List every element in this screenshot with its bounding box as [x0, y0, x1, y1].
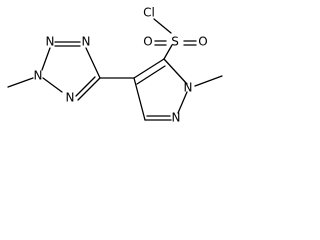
bond-pz-n1-n2 — [177, 91, 188, 114]
bond-pz-methyl — [194, 75, 223, 87]
atom-n-tz-top-left: N — [46, 35, 55, 49]
atom-o-right: O — [198, 35, 207, 49]
atom-n-tz-bottom: N — [66, 91, 75, 105]
atom-n-tz-top-right: N — [82, 35, 91, 49]
molecule-structure: Cl S O O N N N N N N — [7, 6, 223, 125]
atom-n-tz-mid: N — [34, 69, 43, 83]
atom-o-left: O — [143, 35, 152, 49]
atom-cl: Cl — [143, 6, 155, 20]
atom-s: S — [171, 35, 179, 49]
bond-tz-methyl — [7, 77, 34, 88]
bond-tz-n3-n1 — [41, 47, 51, 71]
bond-pz-c3-c4 — [133, 77, 146, 121]
bond-tz-n4-n3 — [42, 77, 63, 93]
atom-n-pz-bottom: N — [172, 111, 181, 125]
structure-canvas: Cl S O O N N N N N N — [7, 6, 223, 125]
bond-pz-c4-c5 — [133, 58, 165, 79]
bond-tz-c5-n4-double — [75, 76, 96, 97]
bond-tz-c5-n4 — [77, 77, 101, 101]
bond-pz-c5-n1 — [163, 58, 188, 85]
bond-pz-c4-c5-double — [136, 65, 166, 85]
bond-tz-n2-c5 — [85, 47, 101, 79]
bond-s-cl — [153, 18, 172, 34]
bond-c5-s — [163, 44, 173, 60]
atom-n-pz-methyl: N — [184, 81, 193, 95]
